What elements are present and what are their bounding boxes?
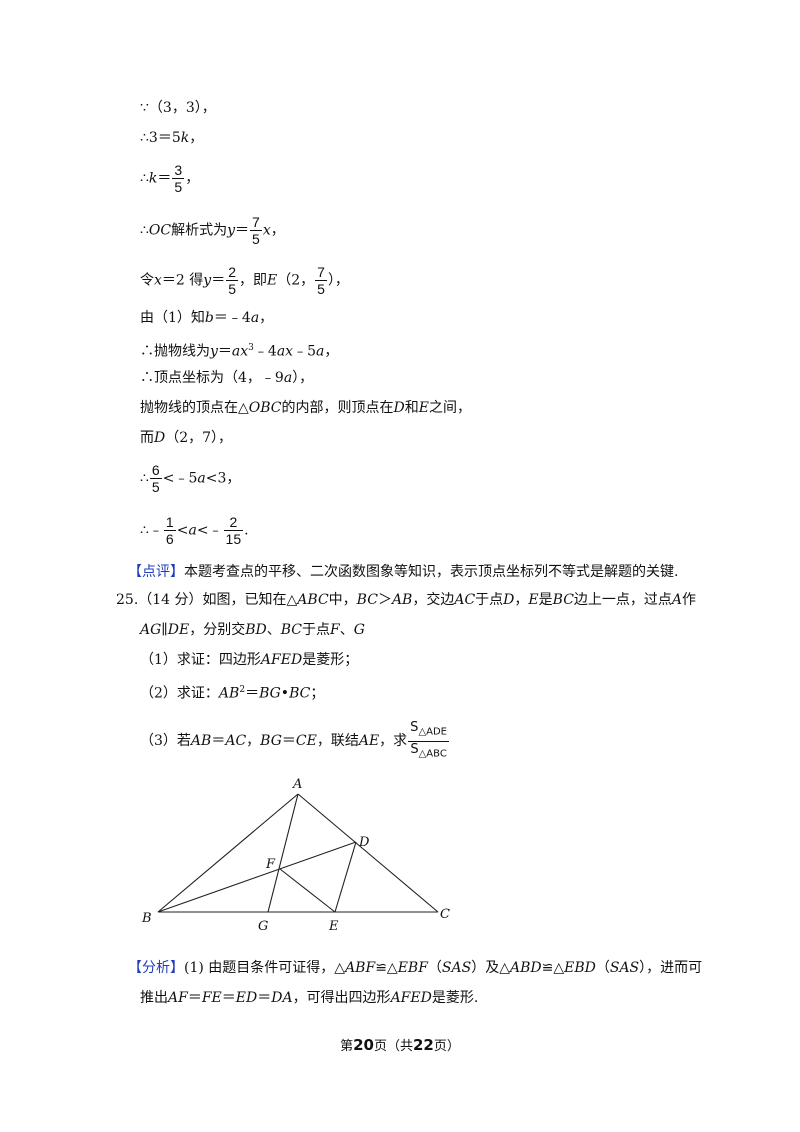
total-pages: 22: [413, 1036, 434, 1054]
page-footer: 第20页（共22页）: [340, 1036, 460, 1054]
comment-line: 【点评】本题考查点的平移、二次函数图象等知识，表示顶点坐标列不等式是解题的关键.: [128, 564, 679, 580]
label-A: A: [292, 777, 302, 792]
segment-AG: [267, 793, 299, 913]
analysis-line-1: 【分析】(1) 由题目条件可证得，△ABF≌△EBF（SAS）及△ABD≌△EB…: [128, 960, 703, 976]
label-D: D: [358, 835, 370, 850]
geometry-figure: A B C D E F G: [141, 777, 450, 934]
solution-line-9: 抛物线的顶点在△OBC的内部，则顶点在D和E之间，: [140, 400, 471, 416]
question-2: （2）求证：AB2＝BG•BC；: [140, 685, 325, 702]
problem-line-2: AG∥DE，分别交BD、BC于点F、G: [140, 622, 365, 638]
label-F: F: [265, 857, 276, 872]
segment-FE: [279, 868, 336, 913]
segment-AB: [157, 793, 299, 913]
solution-line-10: 而D（2，7），: [140, 430, 233, 446]
problem-line-1: 25.（14 分）如图，已知在△ABC中，BC＞AB，交边AC于点D，E是BC边…: [116, 592, 697, 608]
analysis-line-2: 推出AF＝FE＝ED＝DA，可得出四边形AFED是菱形.: [140, 990, 479, 1006]
label-E: E: [328, 919, 339, 934]
analysis-tag: 【分析】: [128, 960, 184, 976]
label-C: C: [440, 907, 450, 922]
solution-line-2: ∴3＝5k，: [140, 130, 204, 146]
segment-BD: [157, 841, 357, 913]
solution-line-1: ∵（3，3），: [140, 100, 216, 116]
solution-line-8: ∴顶点坐标为（4，﹣9a），: [140, 370, 314, 386]
label-B: B: [141, 911, 152, 926]
label-G: G: [258, 919, 268, 934]
segment-DE: [334, 841, 357, 913]
page-number: 20: [353, 1036, 374, 1054]
comment-tag: 【点评】: [128, 564, 184, 580]
problem-number: 25.: [116, 592, 139, 608]
solution-line-7: ∴抛物线为y＝ax3﹣4ax﹣5a，: [140, 343, 339, 360]
segment-AC: [297, 793, 439, 913]
solution-line-6: 由（1）知b＝﹣4a，: [140, 310, 274, 326]
question-1: （1）求证：四边形AFED是菱形；: [140, 652, 359, 668]
